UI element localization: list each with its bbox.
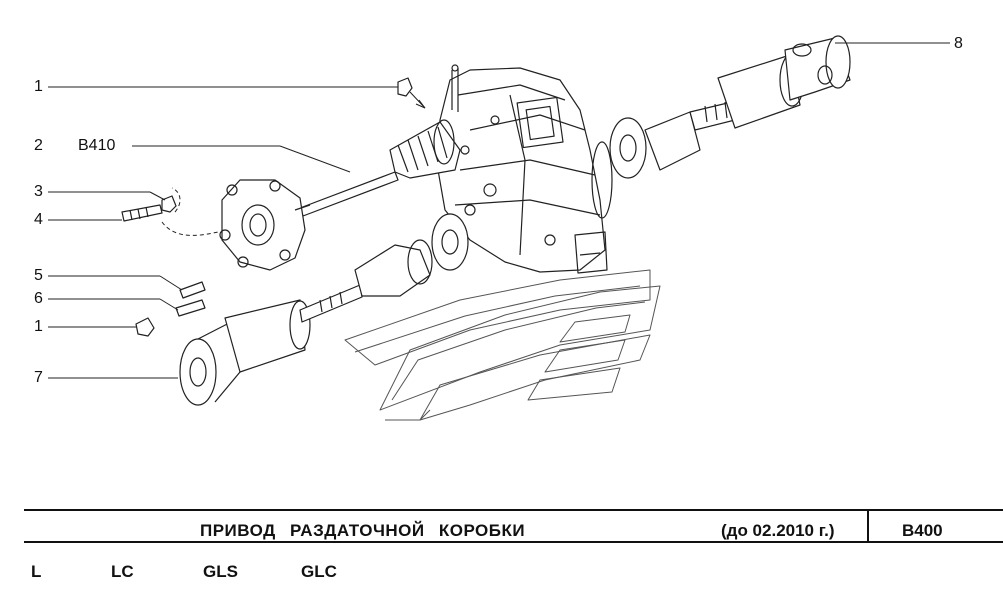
exploded-parts-drawing: [48, 35, 950, 421]
callout-3: 3: [34, 183, 43, 200]
front-drive-shaft: [299, 119, 461, 217]
leader-lines: [48, 42, 950, 379]
callout-5: 5: [34, 267, 43, 284]
callout-1-bottom: 1: [34, 318, 43, 335]
callout-1-top: 1: [34, 78, 43, 95]
date-note: (до 02.2010 г.): [721, 521, 835, 540]
model-glc: GLC: [301, 562, 337, 581]
callout-2-ref: B410: [78, 137, 116, 154]
flex-coupling: [219, 179, 311, 271]
callout-4: 4: [34, 211, 43, 228]
callout-6: 6: [34, 290, 43, 307]
page-title: ПРИВОД РАЗДАТОЧНОЙ КОРОБКИ: [200, 521, 526, 540]
title-block-bottom-rule: [24, 541, 1003, 543]
background-logo-outline: [344, 269, 661, 421]
transfer-case-housing: [437, 64, 613, 274]
model-l: L: [31, 562, 42, 581]
section-code: B400: [902, 521, 943, 540]
callout-2: 2: [34, 137, 43, 154]
title-block-separator: [867, 509, 869, 542]
small-fasteners: [121, 77, 413, 337]
model-lc: LC: [111, 562, 134, 581]
title-block: ПРИВОД РАЗДАТОЧНОЙ КОРОБКИ (до 02.2010 г…: [0, 505, 1003, 609]
callout-8: 8: [954, 35, 963, 52]
callout-7: 7: [34, 369, 43, 386]
rear-output-shaft: [609, 35, 851, 179]
rear-propeller-shaft: [179, 213, 469, 406]
model-gls: GLS: [203, 562, 238, 581]
title-block-top-rule: [24, 509, 1003, 511]
